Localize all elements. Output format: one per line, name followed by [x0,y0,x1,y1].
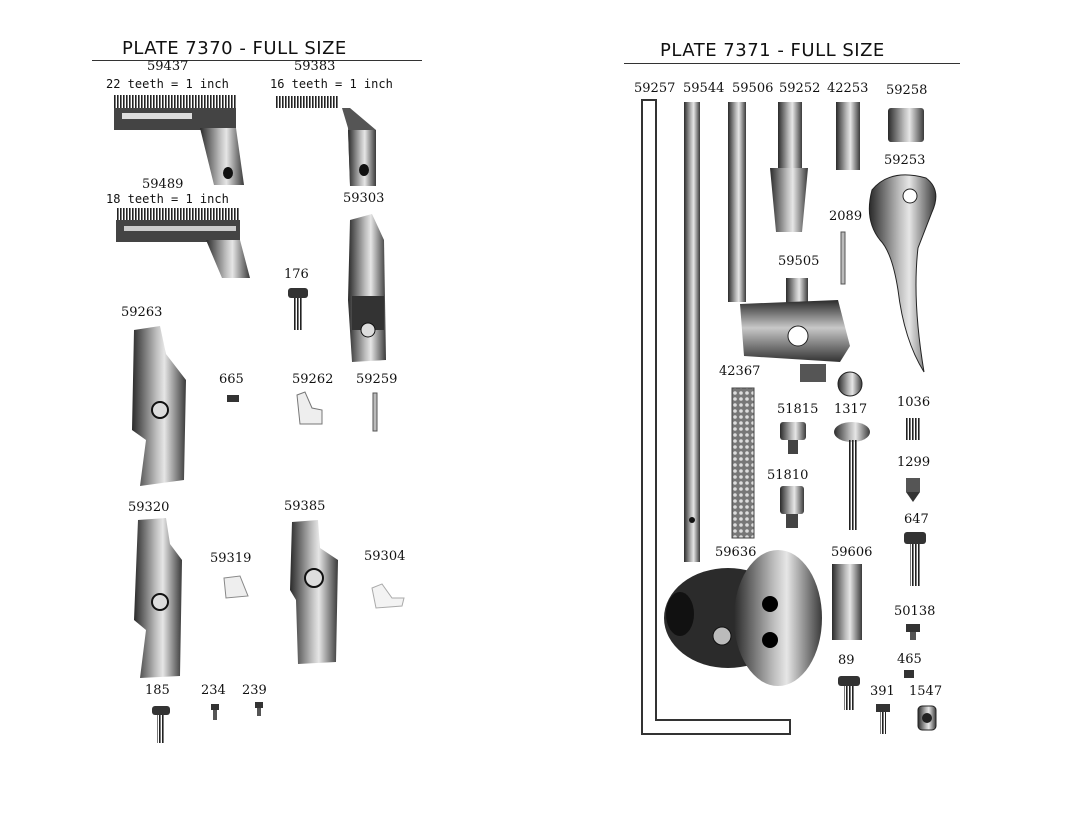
screws-right-column-illustration [904,418,926,586]
small-parts-row2-illustration [223,575,405,609]
part-number-59385: 59385 [284,499,326,514]
part-number-176: 176 [284,267,309,282]
hex-key-59257-illustration [641,99,791,735]
presser-foot-59385-illustration [290,520,338,664]
part-number-59262: 59262 [292,372,334,387]
part-number-1299: 1299 [897,455,931,470]
part-number-391: 391 [870,684,895,699]
screw-176-illustration [288,288,308,330]
feed-dog-59383-illustration [276,96,376,186]
plate-7370-rule [92,60,422,61]
part-number-59263: 59263 [121,305,163,320]
part-number-59257: 59257 [634,81,676,96]
pin-2089-illustration [840,231,846,285]
part-number-59304: 59304 [364,549,406,564]
part-number-465: 465 [897,652,922,667]
feed-dog-59489-illustration [116,208,250,278]
part-number-59259: 59259 [356,372,398,387]
teeth-note-22: 22 teeth = 1 inch [106,77,229,91]
plate-7370-title: PLATE 7370 - FULL SIZE [122,38,347,59]
part-number-59320: 59320 [128,500,170,515]
part-number-647: 647 [904,512,929,527]
part-number-59544: 59544 [683,81,725,96]
lever-59253-illustration [868,174,937,373]
part-number-59253: 59253 [884,153,926,168]
part-number-59319: 59319 [210,551,252,566]
part-number-59636: 59636 [715,545,757,560]
part-number-1317: 1317 [834,402,868,417]
presser-foot-59320-illustration [134,518,182,678]
nipples-51815-51810-illustration [780,422,806,528]
block-59606-illustration [832,564,862,640]
rod-59544-illustration [684,102,700,562]
part-number-59437: 59437 [147,59,189,74]
part-number-59506: 59506 [732,81,774,96]
plate-7371-title: PLATE 7371 - FULL SIZE [660,40,885,61]
presser-foot-59303-illustration [348,214,386,362]
part-number-1547: 1547 [909,684,943,699]
part-number-665: 665 [219,372,244,387]
bushing-59252-illustration [770,102,808,232]
part-number-2089: 2089 [829,209,863,224]
small-screws-bottom-right-illustration [838,624,937,734]
block-59258-illustration [888,108,924,142]
teeth-note-18: 18 teeth = 1 inch [106,192,229,206]
part-number-89: 89 [838,653,855,668]
small-parts-row-illustration [227,391,378,432]
bracket-59505-illustration [740,278,863,397]
part-number-234: 234 [201,683,226,698]
screw-1317-illustration [834,422,870,530]
part-number-239: 239 [242,683,267,698]
part-number-42367: 42367 [719,364,761,379]
part-number-1036: 1036 [897,395,931,410]
part-number-50138: 50138 [894,604,936,619]
screws-bottom-left-illustration [152,702,263,743]
wick-42367-illustration [731,387,755,539]
plate-7371-rule [624,63,960,64]
teeth-note-16: 16 teeth = 1 inch [270,77,393,91]
part-number-51810: 51810 [767,468,809,483]
bushing-42253-illustration [836,102,860,170]
part-number-185: 185 [145,683,170,698]
part-number-59505: 59505 [778,254,820,269]
part-number-59258: 59258 [886,83,928,98]
feed-dog-59437-illustration [114,95,244,185]
shuttle-59636-illustration [664,550,822,686]
part-number-59303: 59303 [343,191,385,206]
part-number-59252: 59252 [779,81,821,96]
part-number-42253: 42253 [827,81,869,96]
presser-foot-59263-illustration [132,326,186,486]
part-number-51815: 51815 [777,402,819,417]
part-number-59383: 59383 [294,59,336,74]
part-number-59606: 59606 [831,545,873,560]
part-number-59489: 59489 [142,177,184,192]
rod-59506-illustration [728,102,746,302]
